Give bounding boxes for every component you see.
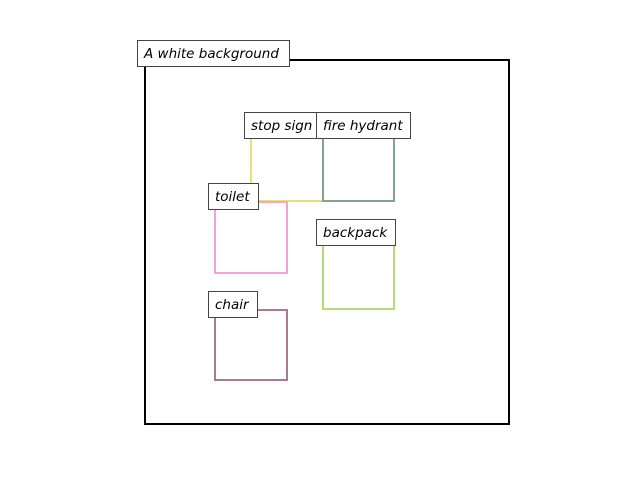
bbox-toilet (214, 201, 288, 274)
background-frame (144, 59, 510, 425)
bbox-stop-sign (250, 130, 324, 202)
bbox-backpack (322, 237, 395, 310)
label-fire-hydrant: fire hydrant (316, 112, 411, 139)
background-label: A white background (137, 40, 290, 67)
label-backpack: backpack (316, 219, 396, 246)
label-chair: chair (208, 291, 258, 318)
label-stop-sign: stop sign (244, 112, 322, 139)
bbox-chair (214, 309, 288, 381)
bbox-fire-hydrant (322, 130, 395, 202)
label-toilet: toilet (208, 183, 259, 210)
